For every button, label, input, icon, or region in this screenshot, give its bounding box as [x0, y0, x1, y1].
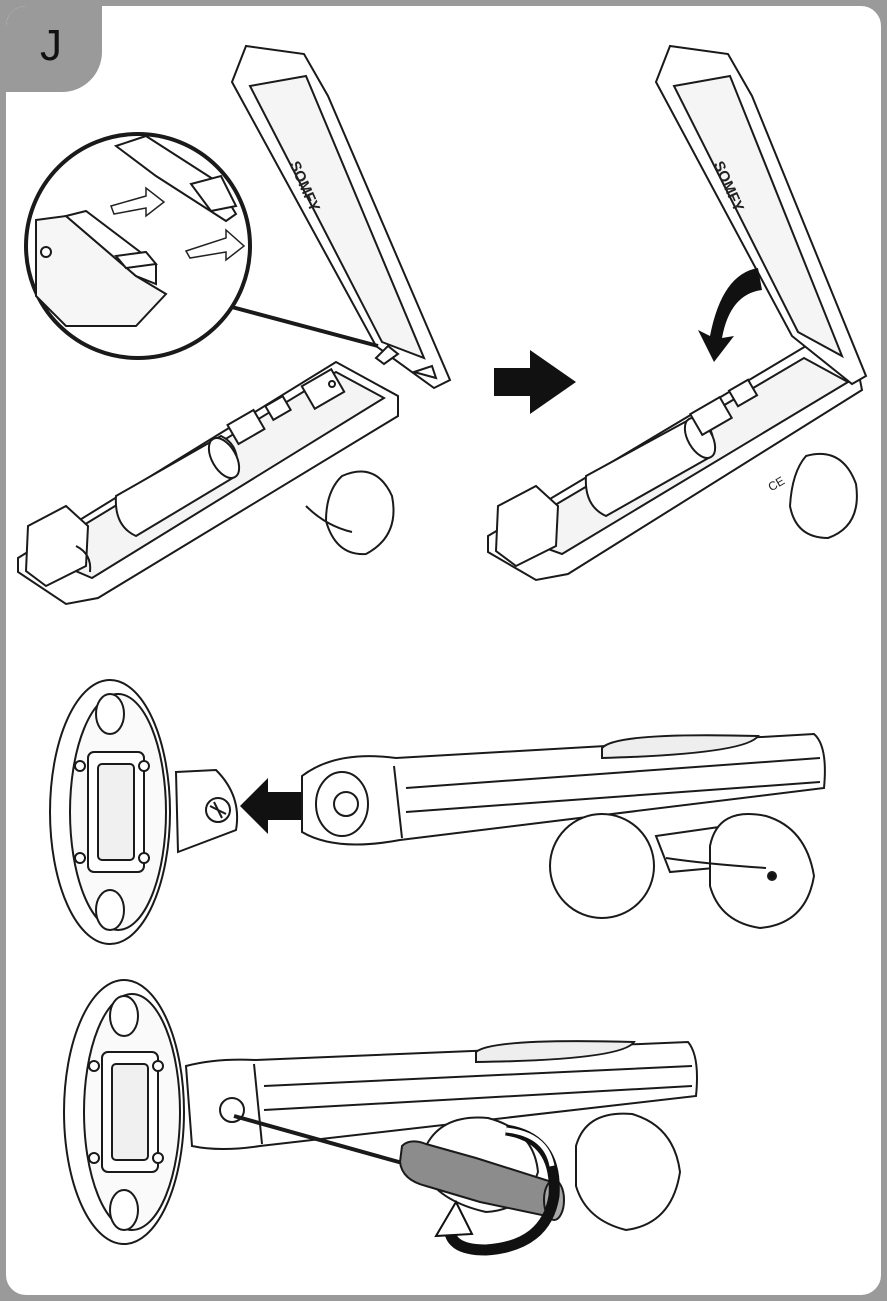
push-arrow-icon — [240, 778, 302, 834]
detail-magnifier — [24, 132, 379, 360]
open-housing-left: SOMFY — [17, 44, 452, 606]
direction-arrow-icon — [184, 228, 246, 262]
step-letter: J — [40, 21, 62, 70]
wall-bracket-bottom — [63, 979, 185, 1245]
ce-mark: CE — [766, 474, 787, 494]
closing-housing-right: SOMFY CE — [487, 44, 868, 582]
sensor-body-bottom — [184, 1040, 698, 1232]
rotation-arrow-icon — [434, 1124, 560, 1256]
direction-arrow-icon — [110, 186, 166, 218]
step-badge: J — [6, 6, 102, 92]
wall-bracket-middle — [49, 679, 239, 945]
assembly-illustration: SOMFY — [17, 44, 868, 1256]
sensor-body-middle — [301, 732, 826, 930]
next-step-arrow-icon — [494, 350, 576, 414]
close-lid-arrow-icon — [698, 268, 762, 362]
